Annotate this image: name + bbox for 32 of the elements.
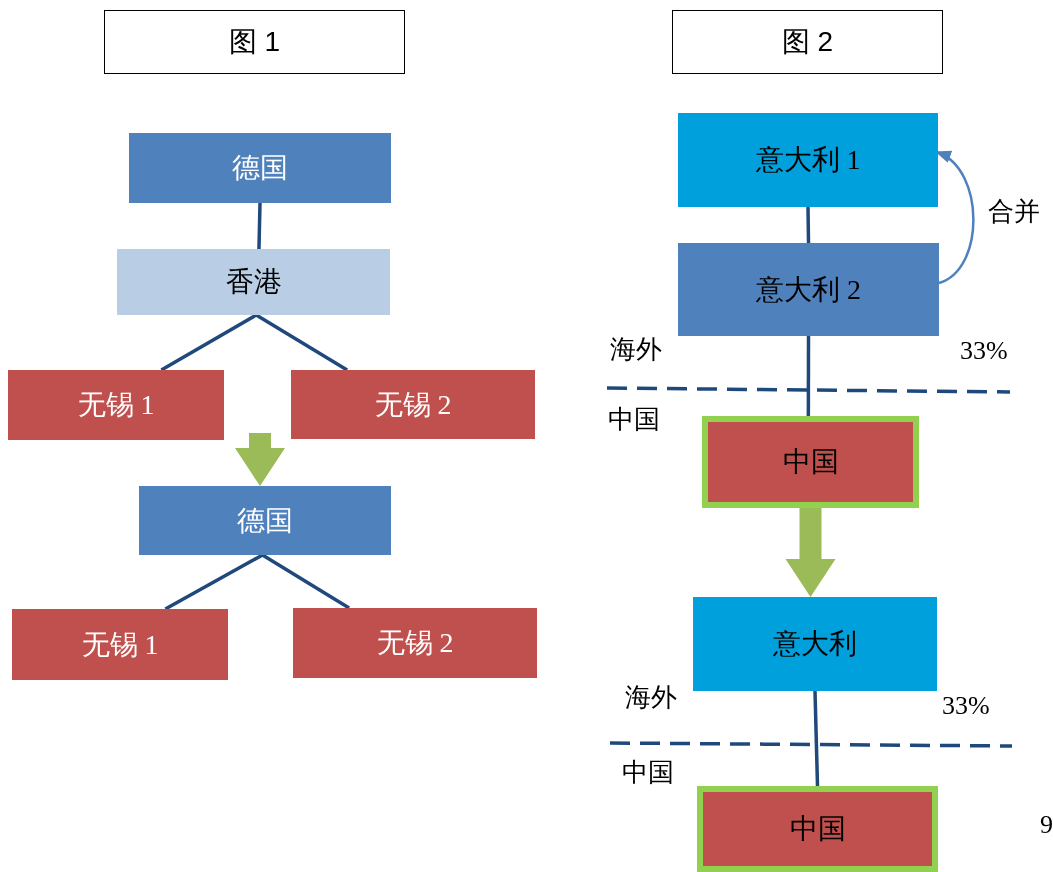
process-box: 意大利 2	[678, 243, 939, 336]
region-label: 33%	[960, 338, 1008, 364]
region-label: 中国	[608, 407, 660, 433]
connector-line	[806, 206, 811, 244]
connector-line	[813, 690, 820, 787]
process-box: 中国	[697, 786, 938, 872]
connector-line	[257, 202, 262, 250]
block-arrow	[785, 508, 836, 597]
title-box: 图 1	[104, 10, 405, 74]
process-box: 香港	[117, 249, 390, 315]
region-label: 海外	[610, 337, 662, 363]
region-label: 中国	[622, 760, 674, 786]
connector-line	[164, 553, 264, 611]
region-label: 33%	[942, 693, 990, 719]
process-box: 无锡 1	[12, 609, 228, 680]
block-arrow	[235, 433, 285, 486]
page-number: 9	[1040, 812, 1053, 838]
title-box: 图 2	[672, 10, 943, 74]
connector-line	[261, 553, 351, 610]
connector-line	[806, 336, 811, 416]
process-box: 无锡 2	[291, 370, 535, 439]
connector-line	[255, 313, 349, 372]
process-box: 德国	[139, 486, 391, 555]
region-label: 海外	[625, 685, 677, 711]
process-box: 无锡 1	[8, 370, 224, 440]
process-box: 意大利	[693, 597, 937, 691]
connector-line	[160, 313, 258, 372]
process-box: 中国	[702, 416, 919, 508]
edge-label: 合并	[988, 199, 1040, 225]
process-box: 无锡 2	[293, 608, 537, 678]
process-box: 德国	[129, 133, 391, 203]
process-box: 意大利 1	[678, 113, 938, 207]
